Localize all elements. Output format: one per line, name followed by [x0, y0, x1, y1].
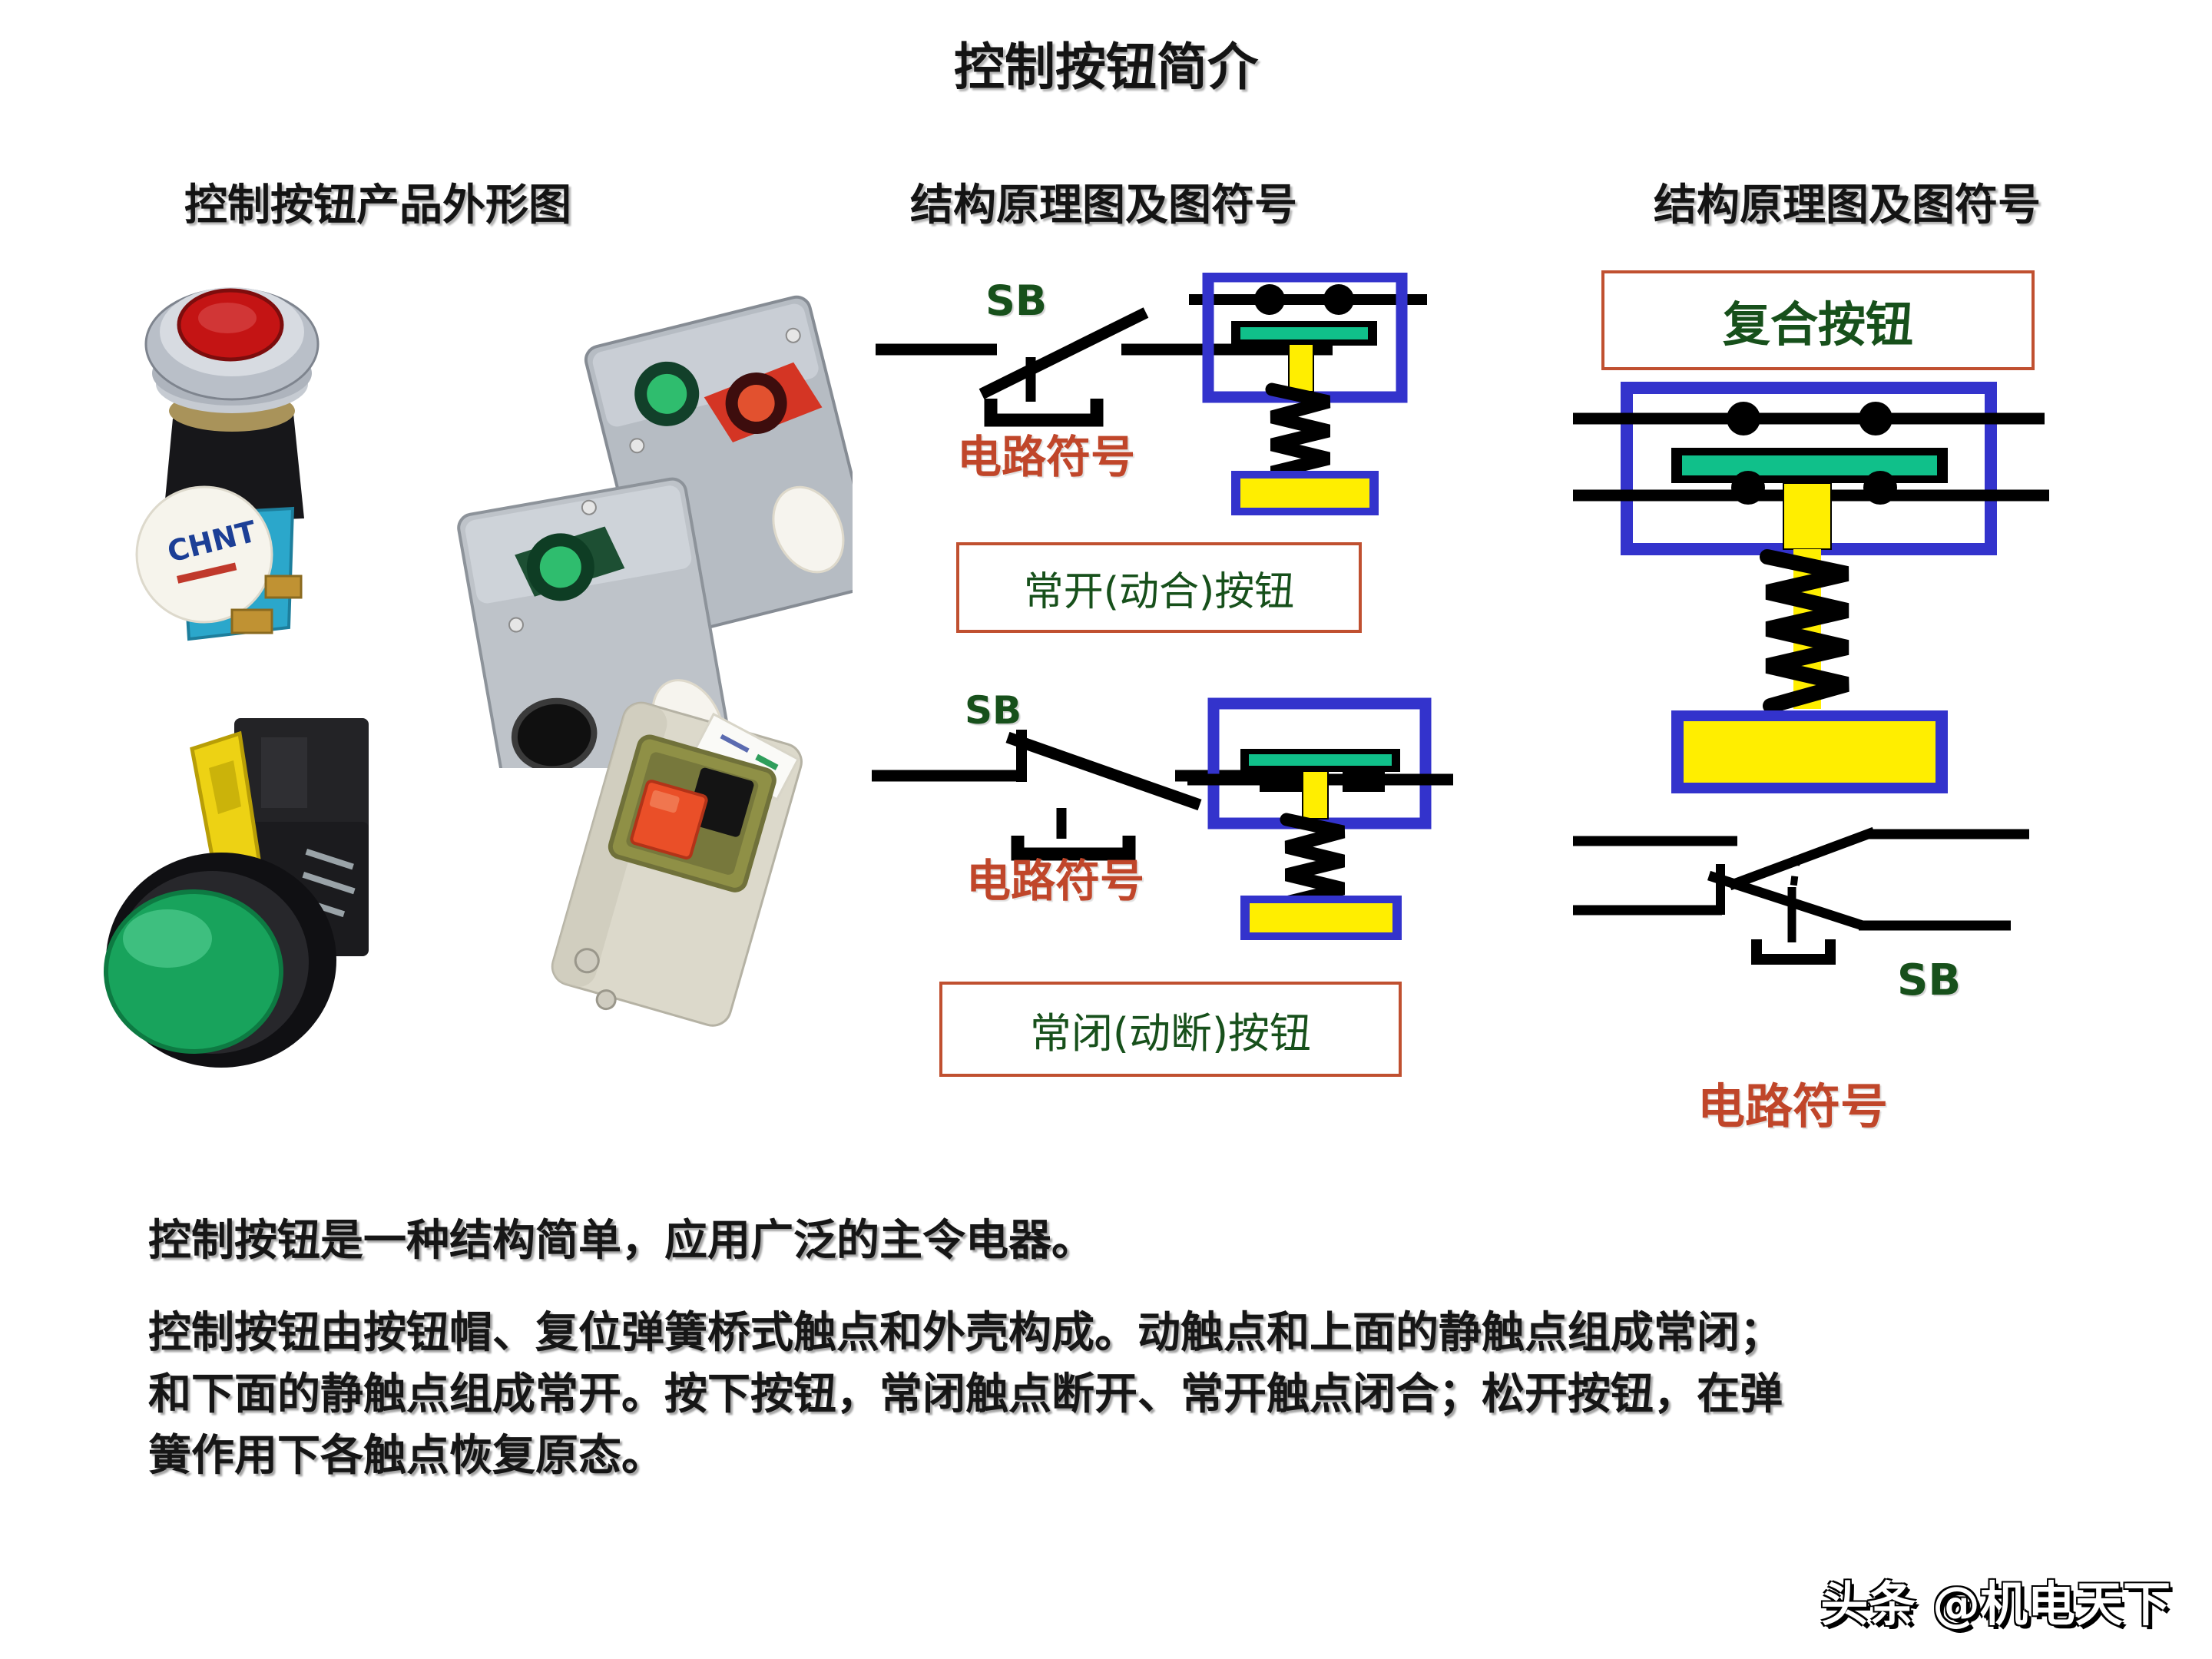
- green-button: [539, 546, 581, 588]
- movable-contact-face: [1682, 455, 1937, 475]
- sb-label-nc: SB: [965, 688, 1022, 733]
- photo-illuminated-red-pushbutton: CHNT: [135, 287, 320, 641]
- actuator-bracket: [1751, 939, 1836, 965]
- nc-contact-lever: [1727, 826, 1876, 891]
- static-contact-foot: [1343, 770, 1385, 792]
- structure-diagram-compound: [1573, 382, 2049, 793]
- return-spring: [1265, 382, 1331, 485]
- return-spring: [1760, 549, 1849, 714]
- actuator-bracket: [1011, 836, 1136, 861]
- paragraph-1: 控制按钮是一种结构简单，应用广泛的主令电器。: [148, 1216, 1094, 1266]
- terminal: [264, 575, 303, 599]
- cable-gland: [511, 697, 598, 768]
- terminal: [230, 608, 273, 634]
- static-contact-dot: [1323, 284, 1354, 315]
- label-normally-closed-button: 常闭(动断)按钮: [939, 982, 1402, 1077]
- label-oval: [772, 485, 845, 574]
- label-normally-open-text: 常开(动合)按钮: [1023, 568, 1295, 615]
- base-pad: [1684, 721, 1936, 783]
- photo-start-stop-station: [551, 701, 803, 1027]
- base-pad: [1240, 478, 1369, 508]
- paragraph-2-line-1: 控制按钮由按钮帽、复位弹簧桥式触点和外壳构成。动触点和上面的静触点组成常闭；: [148, 1308, 1783, 1358]
- label-compound-button: 复合按钮: [1601, 270, 2035, 370]
- label-compound-text: 复合按钮: [1722, 296, 1913, 353]
- red-button: [737, 385, 775, 422]
- actuator-bracket: [984, 399, 1104, 427]
- static-contact-dot: [1859, 402, 1892, 435]
- watermark: 头条 @机电天下: [1820, 1576, 2171, 1632]
- plunger: [1288, 343, 1314, 392]
- no-contact-lever: [1707, 870, 1865, 931]
- header-product-photos: 控制按钮产品外形图: [184, 180, 571, 230]
- sb-label-compound: SB: [1897, 955, 1962, 1005]
- static-contact-foot: [1260, 770, 1302, 792]
- photo-control-station-boxes: [457, 295, 853, 768]
- green-button: [647, 373, 687, 414]
- paragraph-2-line-3: 簧作用下各触点恢复原态。: [148, 1431, 664, 1481]
- static-contact-dot: [1254, 284, 1285, 315]
- screw: [595, 989, 617, 1011]
- header-structure-middle: 结构原理图及图符号: [910, 180, 1297, 230]
- black-button: [687, 767, 754, 837]
- return-spring: [1280, 813, 1346, 909]
- structure-diagram-normally-closed: [1187, 697, 1453, 940]
- screw: [574, 948, 600, 974]
- circuit-symbol-caption-no: 电路符号: [957, 431, 1136, 483]
- label-normally-closed-text: 常闭(动断)按钮: [1029, 1008, 1312, 1058]
- circuit-symbol-caption-compound: 电路符号: [1697, 1078, 1889, 1134]
- plunger: [1783, 482, 1832, 550]
- photo-green-pushbutton-unit: [104, 718, 369, 1068]
- contact-lever: [979, 307, 1149, 399]
- red-button: [630, 780, 708, 860]
- header-structure-right: 结构原理图及图符号: [1654, 180, 2041, 230]
- contact-lever: [1005, 731, 1202, 811]
- page-title: 控制按钮简介: [954, 38, 1258, 97]
- circuit-symbol-caption-nc: 电路符号: [966, 855, 1145, 907]
- movable-contact-face: [1249, 754, 1392, 766]
- sb-label-no: SB: [985, 276, 1048, 325]
- structure-diagram-normally-open: [1189, 273, 1427, 515]
- movable-contact-face: [1240, 327, 1368, 339]
- circuit-symbol-compound: [1573, 826, 2029, 965]
- base-pad: [1250, 903, 1392, 932]
- static-contact-dot: [1727, 402, 1760, 435]
- paragraph-2-line-2: 和下面的静触点组成常开。按下按钮，常闭触点断开、常开触点闭合；松开按钮，在弹: [148, 1369, 1783, 1419]
- label-normally-open-button: 常开(动合)按钮: [956, 542, 1362, 633]
- plunger: [1302, 770, 1329, 820]
- brand-label-disc: [135, 485, 273, 624]
